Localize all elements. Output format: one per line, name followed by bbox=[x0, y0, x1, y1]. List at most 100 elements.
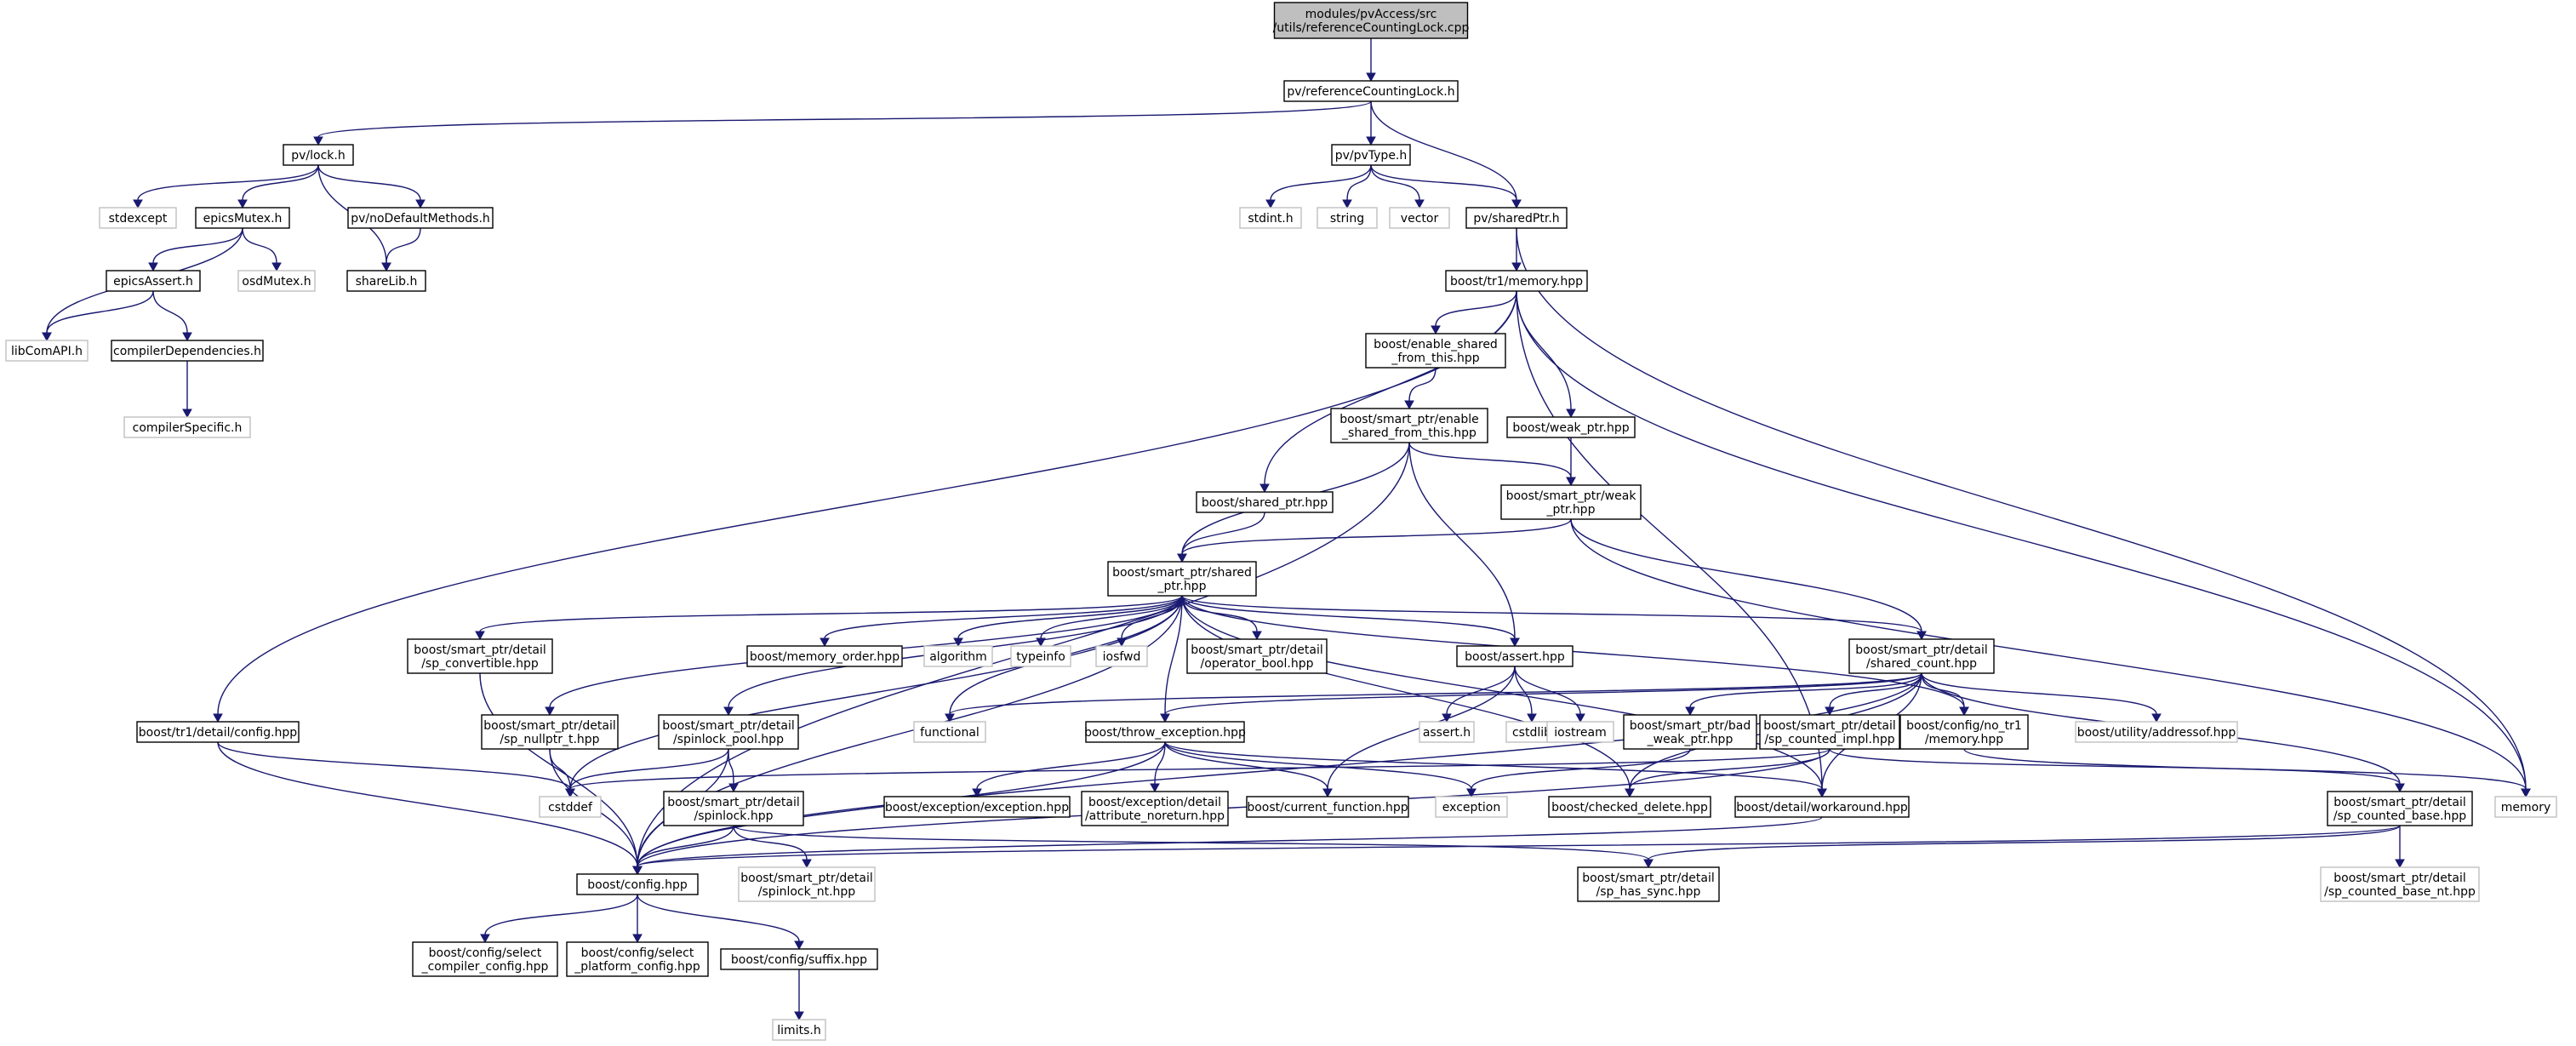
node-spShared[interactable]: boost/smart_ptr/shared_ptr.hpp bbox=[1107, 561, 1257, 597]
node-label: /operator_bool.hpp bbox=[1201, 657, 1314, 671]
edge-configHpp-to-suffix bbox=[637, 894, 804, 951]
node-iostream: iostream bbox=[1546, 721, 1614, 743]
edge-noDefault-to-shareLib bbox=[381, 227, 421, 272]
node-stdexcept: stdexcept bbox=[99, 207, 177, 229]
node-excExc[interactable]: boost/exception/exception.hpp bbox=[883, 796, 1071, 818]
node-curFunc[interactable]: boost/current_function.hpp bbox=[1246, 796, 1409, 818]
edge-lock-to-stdexcept bbox=[133, 164, 319, 209]
node-label: boost/smart_ptr/enable bbox=[1339, 413, 1479, 426]
node-opBool[interactable]: boost/smart_ptr/detail/operator_bool.hpp bbox=[1186, 638, 1328, 674]
node-label: boost/smart_ptr/detail bbox=[1582, 872, 1714, 885]
node-label: /sp_convertible.hpp bbox=[421, 657, 539, 671]
node-spinlockNt: boost/smart_ptr/detail/spinlock_nt.hpp bbox=[738, 866, 876, 902]
node-label: boost/current_function.hpp bbox=[1247, 801, 1408, 815]
node-hasSync[interactable]: boost/smart_ptr/detail/sp_has_sync.hpp bbox=[1577, 866, 1720, 902]
node-spinlock[interactable]: boost/smart_ptr/detail/spinlock.hpp bbox=[663, 791, 804, 826]
edge-rcl-to-lock bbox=[313, 100, 1372, 146]
file-nodes: modules/pvAccess/src/utils/referenceCoun… bbox=[5, 2, 2557, 1041]
node-spEnable[interactable]: boost/smart_ptr/enable_shared_from_this.… bbox=[1330, 408, 1488, 443]
node-stdint: stdint.h bbox=[1239, 207, 1302, 229]
node-root[interactable]: modules/pvAccess/src/utils/referenceCoun… bbox=[1273, 2, 1470, 39]
node-label: boost/config.hpp bbox=[587, 878, 688, 892]
node-label: _platform_config.hpp bbox=[574, 960, 700, 974]
node-rcl[interactable]: pv/referenceCountingLock.h bbox=[1283, 80, 1459, 102]
edge-compDeps-to-compSpecific bbox=[182, 361, 192, 419]
node-label: cstddef bbox=[548, 801, 593, 815]
node-osdMutex: osdMutex.h bbox=[237, 270, 316, 292]
node-countedBase[interactable]: boost/smart_ptr/detail/sp_counted_base.h… bbox=[2327, 791, 2473, 826]
node-nullptr[interactable]: boost/smart_ptr/detail/sp_nullptr_t.hpp bbox=[481, 714, 619, 750]
dependency-edges bbox=[42, 38, 2531, 1021]
node-selPlatform[interactable]: boost/config/select_platform_config.hpp bbox=[566, 941, 709, 977]
edge-badWeak-to-exception bbox=[1466, 748, 1691, 798]
edge-sharedPtr-to-memory bbox=[1516, 227, 2531, 798]
node-selCompiler[interactable]: boost/config/select_compiler_config.hpp bbox=[412, 941, 558, 977]
node-noDefault[interactable]: pv/noDefaultMethods.h bbox=[347, 207, 494, 229]
edge-sharedCount-to-functional bbox=[945, 672, 1922, 723]
node-spinPool[interactable]: boost/smart_ptr/detail/spinlock_pool.hpp bbox=[658, 714, 799, 750]
node-weakPtr[interactable]: boost/weak_ptr.hpp bbox=[1506, 416, 1636, 438]
node-pvType[interactable]: pv/pvType.h bbox=[1331, 144, 1411, 166]
node-label: vector bbox=[1401, 212, 1439, 226]
node-spWeak[interactable]: boost/smart_ptr/weak_ptr.hpp bbox=[1500, 484, 1642, 520]
node-memory: memory bbox=[2494, 796, 2557, 818]
node-label: typeinfo bbox=[1016, 650, 1065, 664]
node-tr1memory[interactable]: boost/tr1/memory.hpp bbox=[1445, 270, 1588, 292]
edge-pvType-to-sharedPtr bbox=[1370, 164, 1522, 209]
node-label: boost/smart_ptr/detail bbox=[667, 796, 799, 809]
node-suffix[interactable]: boost/config/suffix.hpp bbox=[720, 948, 878, 970]
node-label: boost/exception/detail bbox=[1088, 796, 1221, 809]
node-label: pv/referenceCountingLock.h bbox=[1287, 85, 1454, 99]
edge-assertHpp-to-iostream bbox=[1514, 666, 1585, 723]
node-label: epicsAssert.h bbox=[113, 275, 193, 289]
edge-spWeak-to-sharedCount bbox=[1570, 518, 1927, 641]
node-memOrder[interactable]: boost/memory_order.hpp bbox=[746, 645, 903, 667]
node-label: boost/smart_ptr/detail bbox=[662, 719, 794, 733]
node-limits: limits.h bbox=[772, 1019, 826, 1041]
node-epicsMutex[interactable]: epicsMutex.h bbox=[195, 207, 290, 229]
node-cstddef: cstddef bbox=[539, 796, 602, 818]
edge-pvType-to-stdint bbox=[1265, 164, 1372, 209]
node-label: boost/smart_ptr/detail bbox=[740, 872, 872, 885]
node-label: shareLib.h bbox=[356, 275, 418, 289]
node-shareLib[interactable]: shareLib.h bbox=[346, 270, 426, 292]
edge-pvType-to-string bbox=[1342, 164, 1372, 209]
node-sharedCount[interactable]: boost/smart_ptr/detail/shared_count.hpp bbox=[1848, 638, 1995, 674]
edge-sharedCount-to-throwExc bbox=[1160, 672, 1922, 723]
node-attrNoreturn[interactable]: boost/exception/detail/attribute_noretur… bbox=[1081, 791, 1229, 826]
node-label: osdMutex.h bbox=[242, 275, 311, 289]
node-checkedDel[interactable]: boost/checked_delete.hpp bbox=[1548, 796, 1711, 818]
node-workaround[interactable]: boost/detail/workaround.hpp bbox=[1734, 796, 1910, 818]
node-lock[interactable]: pv/lock.h bbox=[283, 144, 354, 166]
edge-epicsMutex-to-osdMutex bbox=[242, 227, 282, 272]
node-configHpp[interactable]: boost/config.hpp bbox=[576, 873, 699, 895]
node-assertH: assert.h bbox=[1419, 721, 1475, 743]
node-noTr1[interactable]: boost/config/no_tr1/memory.hpp bbox=[1899, 714, 2029, 750]
edge-rcl-to-pvType bbox=[1366, 101, 1376, 146]
node-sharedPtr[interactable]: pv/sharedPtr.h bbox=[1465, 207, 1568, 229]
edge-spinlock-to-spinlockNt bbox=[733, 825, 812, 869]
node-algorithm: algorithm bbox=[923, 645, 993, 667]
node-label: pv/pvType.h bbox=[1335, 149, 1408, 163]
node-label: pv/lock.h bbox=[291, 149, 345, 163]
node-label: /spinlock_pool.hpp bbox=[673, 733, 784, 746]
node-tr1config[interactable]: boost/tr1/detail/config.hpp bbox=[136, 721, 300, 743]
node-label: _from_this.hpp bbox=[1391, 352, 1479, 365]
edge-tr1memory-to-sharedPtrHpp bbox=[1259, 290, 1517, 494]
node-sharedPtrHpp[interactable]: boost/shared_ptr.hpp bbox=[1196, 491, 1334, 513]
node-enableShared[interactable]: boost/enable_shared_from_this.hpp bbox=[1365, 333, 1506, 369]
node-countedImpl[interactable]: boost/smart_ptr/detail/sp_counted_impl.h… bbox=[1759, 714, 1900, 750]
node-compDeps[interactable]: compilerDependencies.h bbox=[111, 340, 264, 362]
node-badWeak[interactable]: boost/smart_ptr/bad_weak_ptr.hpp bbox=[1623, 714, 1757, 750]
edge-spEnable-to-spWeak bbox=[1408, 442, 1576, 487]
node-throwExc[interactable]: boost/throw_exception.hpp bbox=[1084, 721, 1246, 743]
node-epicsAssert[interactable]: epicsAssert.h bbox=[106, 270, 201, 292]
edge-countedBase-to-hasSync bbox=[1643, 825, 2401, 869]
node-label: boost/config/select bbox=[581, 946, 694, 960]
node-label: boost/smart_ptr/detail bbox=[483, 719, 615, 733]
edge-configHpp-to-selCompiler bbox=[480, 894, 638, 944]
node-spConvertible[interactable]: boost/smart_ptr/detail/sp_convertible.hp… bbox=[407, 638, 553, 674]
node-assertHpp[interactable]: boost/assert.hpp bbox=[1456, 645, 1574, 667]
node-label: /memory.hpp bbox=[1925, 733, 2003, 746]
node-label: boost/memory_order.hpp bbox=[750, 650, 900, 664]
